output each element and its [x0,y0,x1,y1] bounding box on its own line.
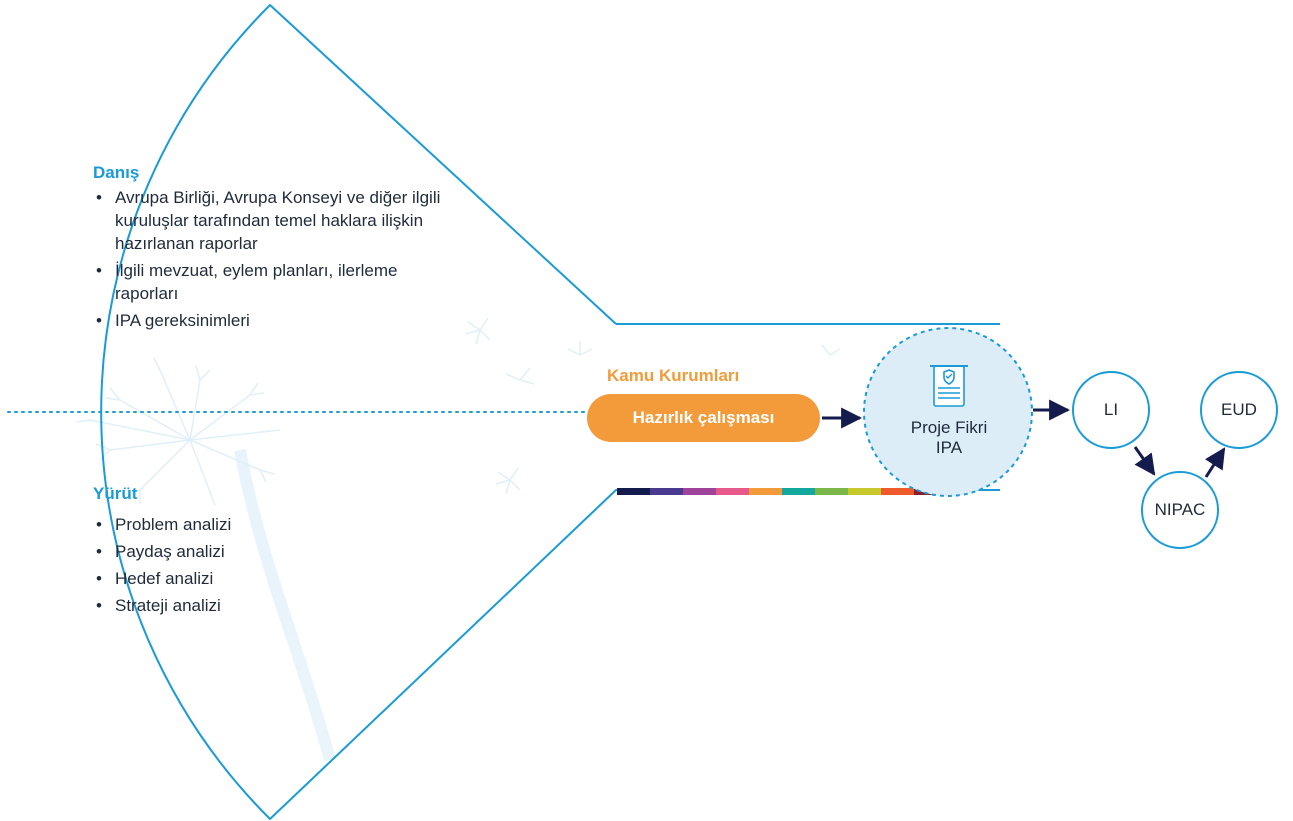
list-item: İlgili mevzuat, eylem planları, ilerleme… [93,259,463,305]
color-band-segment [881,488,914,495]
node-eud-label: EUD [1221,400,1257,419]
actor-label: Kamu Kurumları [607,366,740,385]
preparation-pill: Hazırlık çalışması [587,394,820,442]
node-li-label: LI [1103,400,1119,419]
node-eud-circle [1200,371,1278,449]
list-item: IPA gereksinimleri [93,309,463,332]
color-band-segment [782,488,815,495]
list-item: Avrupa Birliği, Avrupa Konseyi ve diğer … [93,186,463,255]
advise-title: Danış [93,163,140,182]
node-li-circle [1072,371,1150,449]
advise-list: Avrupa Birliği, Avrupa Konseyi ve diğer … [93,186,463,332]
arrow-nipac-to-eud [1204,447,1226,478]
project-idea-circle [863,327,1033,497]
color-band-segment [617,488,650,495]
project-idea-label: Proje Fikri IPA [866,418,1032,458]
list-item: Hedef analizi [93,565,393,592]
color-band-segment [716,488,749,495]
project-idea-line1: Proje Fikri [910,418,988,437]
list-item: Paydaş analizi [93,538,393,565]
color-band-segment [848,488,881,495]
funnel-outline [100,4,1000,820]
node-nipac-label: NIPAC [1154,500,1206,519]
document-scroll-icon [930,365,968,407]
project-idea-line2: IPA [935,438,963,457]
color-band [617,488,947,495]
execute-title: Yürüt [93,484,138,503]
color-band-segment [650,488,683,495]
node-nipac-circle [1141,471,1219,549]
color-band-segment [683,488,716,495]
list-item: Strateji analizi [93,592,393,619]
execute-list: Problem analizi Paydaş analizi Hedef ana… [93,511,393,619]
list-item: Problem analizi [93,511,393,538]
arrow-li-to-nipac [1133,446,1156,476]
color-band-segment [749,488,782,495]
color-band-segment [815,488,848,495]
